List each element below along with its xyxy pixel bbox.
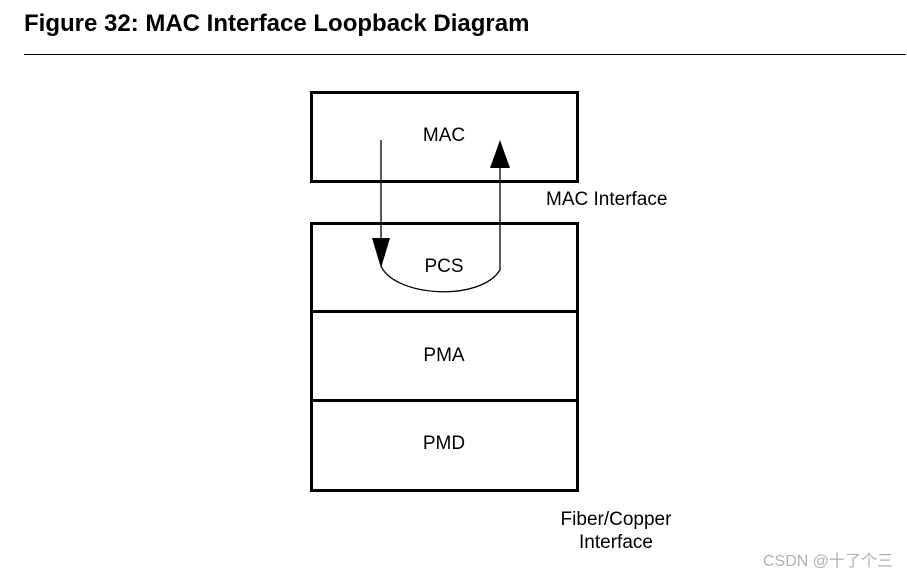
- figure-title: Figure 32: MAC Interface Loopback Diagra…: [24, 10, 530, 37]
- watermark: CSDN @十了个三: [762, 553, 893, 570]
- mac-layer-label: MAC: [422, 125, 466, 146]
- pcs-layer-label: PCS: [424, 256, 464, 277]
- title-rule: [24, 54, 906, 55]
- down-arrow-head: [372, 238, 390, 268]
- fiber-copper-label-line2: Interface: [579, 532, 653, 553]
- up-arrow-head: [490, 140, 510, 168]
- loopback-curve: [380, 265, 501, 293]
- mac-layer-box: [310, 91, 579, 183]
- pcs-layer-box: [310, 222, 579, 313]
- fiber-copper-interface-label: Fiber/Copper Interface: [556, 508, 676, 554]
- pma-layer-label: PMA: [423, 345, 465, 366]
- fiber-copper-label-line1: Fiber/Copper: [560, 509, 672, 530]
- loopback-arrows: [380, 140, 501, 293]
- mac-interface-label: MAC Interface: [546, 189, 668, 210]
- pmd-layer-box: [310, 399, 579, 492]
- pmd-layer-label: PMD: [422, 433, 466, 454]
